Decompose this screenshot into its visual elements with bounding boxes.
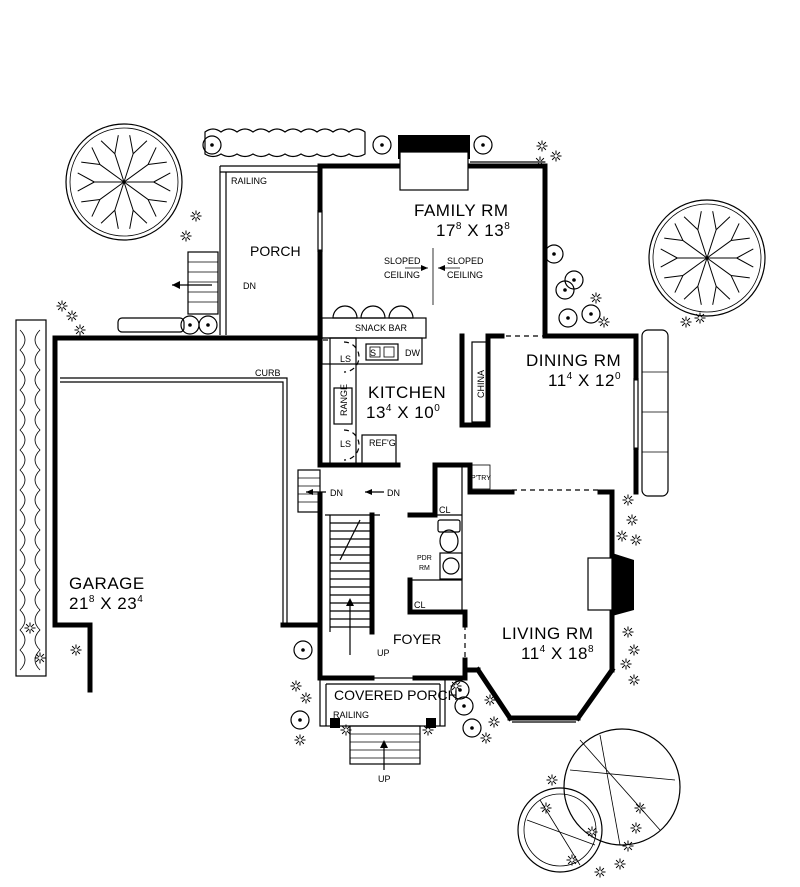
tree-icon-right (648, 199, 766, 317)
svg-text:218 X 234: 218 X 234 (69, 594, 143, 613)
dining-room-depth-in: 0 (615, 371, 621, 382)
dining-room-depth: 12 (595, 371, 615, 390)
dw-label: DW (405, 348, 420, 358)
garage-depth-in: 4 (137, 594, 143, 605)
china-label: CHINA (476, 370, 486, 398)
porch-stairs-icon (187, 251, 219, 315)
living-room-width-in: 4 (540, 644, 546, 655)
refg-label: REF'G (369, 438, 396, 448)
living-room-depth: 18 (568, 644, 588, 663)
flower-icons (24, 140, 706, 878)
ls-bottom-label: LS (340, 439, 351, 449)
garage-depth: 23 (117, 594, 137, 613)
svg-text:178 X 138: 178 X 138 (436, 221, 510, 240)
pantry-label: P'TRY (471, 475, 491, 482)
dn-left-label: DN (330, 488, 343, 498)
snack-bar-label: SNACK BAR (355, 323, 408, 333)
sloped-ceiling-right-1: SLOPED (447, 256, 484, 266)
railing-top-label: RAILING (231, 176, 267, 186)
sloped-ceiling-left-1: SLOPED (384, 256, 421, 266)
small-shrub-icons (180, 135, 601, 738)
interior-stairs-icon (330, 519, 372, 655)
living-fireplace-icon (612, 553, 634, 616)
svg-text:114 X 188: 114 X 188 (521, 644, 594, 663)
sink-label: S (370, 348, 376, 358)
tree-icon-left (65, 123, 183, 241)
up-stair-label: UP (377, 648, 390, 658)
dining-room-width-in: 4 (567, 371, 573, 382)
range-label: RANGE (339, 384, 349, 416)
porch-planter-icon (117, 317, 185, 333)
garage-width: 21 (69, 594, 89, 613)
kitchen-depth: 10 (414, 403, 434, 422)
family-room-name: FAMILY RM (414, 201, 509, 220)
garage-name: GARAGE (69, 574, 145, 593)
cl-lower-label: CL (414, 600, 426, 610)
kitchen-name: KITCHEN (368, 383, 446, 402)
foyer-name: FOYER (393, 631, 441, 647)
vanity-sink-icon (439, 552, 463, 580)
pdr-rm-label-1: PDR (417, 555, 432, 562)
hedge-icon (204, 128, 366, 158)
dining-hedge-icon (641, 329, 669, 497)
sloped-ceiling-left-2: CEILING (384, 270, 420, 280)
garage-width-in: 8 (89, 594, 95, 605)
dining-room-name: DINING RM (526, 351, 621, 370)
pdr-rm-label-2: RM (419, 565, 430, 572)
ls-top-label: LS (340, 354, 351, 364)
dining-room-width: 11 (548, 371, 567, 390)
up-entry-label: UP (378, 774, 391, 784)
dn-right-label: DN (387, 488, 400, 498)
garage-hedge-icon (15, 319, 47, 677)
sloped-ceiling-right-2: CEILING (447, 270, 483, 280)
curb-label: CURB (255, 368, 281, 378)
railing-bottom-label: RAILING (333, 710, 369, 720)
bar-stools-icon (332, 305, 414, 319)
kitchen-width: 13 (366, 403, 386, 422)
entry-steps-icon (349, 725, 421, 765)
family-room-width-in: 8 (456, 221, 462, 232)
sink-icon (365, 343, 399, 361)
china-cabinet-icon (471, 341, 489, 423)
porch-name: PORCH (250, 243, 301, 259)
family-room-width: 17 (436, 221, 456, 240)
range-icon (333, 387, 353, 425)
living-room-width: 11 (521, 644, 540, 663)
down-stairs-icon (297, 469, 321, 513)
refrigerator-icon (361, 434, 397, 466)
toilet-icon (437, 519, 461, 553)
svg-text:114 X 120: 114 X 120 (548, 371, 621, 390)
family-room-depth-in: 8 (504, 221, 510, 232)
large-shrub-circles-icon (517, 728, 681, 873)
kitchen-width-in: 4 (386, 403, 392, 414)
living-room-name: LIVING RM (502, 624, 593, 643)
kitchen-depth-in: 0 (434, 403, 440, 414)
svg-text:134 X 100: 134 X 100 (366, 403, 440, 422)
living-room-depth-in: 8 (588, 644, 594, 655)
porch-dn-label: DN (243, 281, 256, 291)
covered-porch-name: COVERED PORCH (334, 687, 458, 703)
cl-upper-label: CL (439, 505, 451, 515)
family-room-depth: 13 (484, 221, 504, 240)
